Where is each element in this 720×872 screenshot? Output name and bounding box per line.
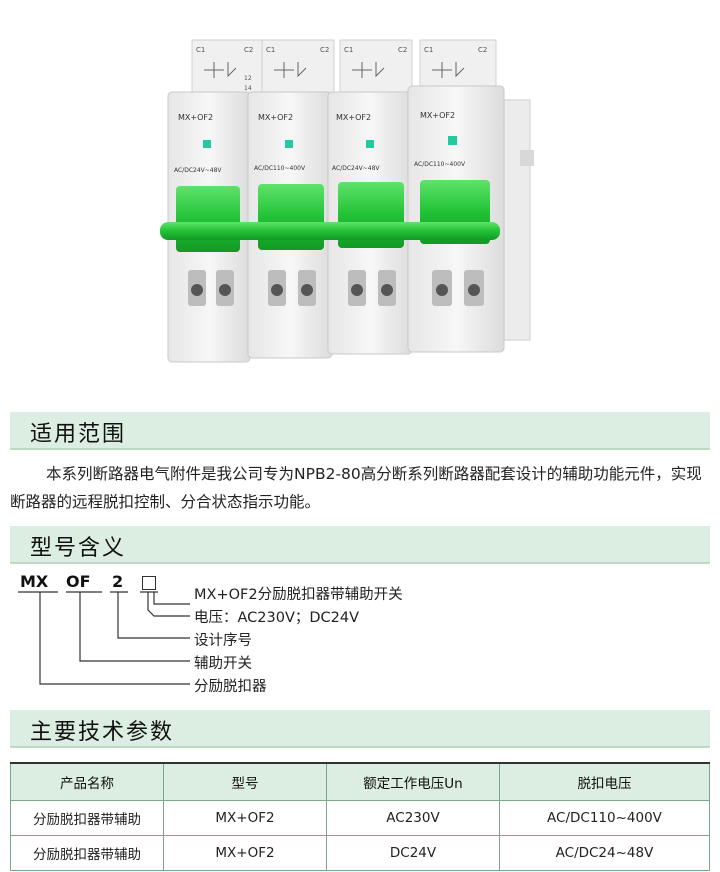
c2-label: C2	[478, 46, 487, 54]
model-code-tree	[18, 591, 190, 685]
header-model: 型号	[163, 762, 327, 801]
section-header-scope: 适用范围	[10, 412, 710, 450]
scope-paragraph: 本系列断路器电气附件是我公司专为NPB2-80高分断系列断路器配套设计的辅助功能…	[10, 460, 710, 516]
c2-label: C2	[320, 46, 329, 54]
voltage-label: AC/DC110~400V	[414, 161, 466, 168]
legend-line-5: 分励脱扣器	[194, 679, 267, 695]
header-trip-voltage: 脱扣电压	[499, 762, 710, 801]
module-label: MX+OF2	[178, 113, 213, 122]
cell-model: MX+OF2	[163, 800, 327, 836]
voltage-code-box	[142, 576, 156, 590]
section-title: 型号含义	[30, 536, 127, 561]
section-title: 主要技术参数	[30, 720, 175, 745]
cell-trip-voltage: AC/DC24~48V	[499, 835, 710, 871]
c2-label: C2	[398, 46, 407, 54]
c1-label: C1	[266, 46, 275, 54]
legend-line-3: 设计序号	[194, 633, 252, 649]
cell-rated-voltage: DC24V	[326, 835, 500, 871]
cell-rated-voltage: AC230V	[326, 800, 500, 836]
module-label: MX+OF2	[420, 111, 455, 120]
cell-model: MX+OF2	[163, 835, 327, 871]
table-row: 分励脱扣器带辅助 MX+OF2 DC24V AC/DC24~48V	[10, 835, 710, 871]
module-label: MX+OF2	[258, 113, 293, 122]
product-photo: C1 C2 12 14 MX+OF2 AC/DC24V~48V C1 C2 MX…	[160, 39, 534, 363]
voltage-label: AC/DC24V~48V	[332, 165, 380, 172]
cell-trip-voltage: AC/DC110~400V	[499, 800, 710, 836]
toggle-bar	[160, 222, 500, 240]
table-header-row: 产品名称 型号 额定工作电压Un 脱扣电压	[10, 762, 710, 801]
table-row: 分励脱扣器带辅助 MX+OF2 AC230V AC/DC110~400V	[10, 800, 710, 836]
section-title: 适用范围	[30, 422, 127, 447]
cell-product-name: 分励脱扣器带辅助	[10, 800, 164, 836]
legend-line-1: MX+OF2分励脱扣器带辅助开关	[194, 587, 403, 603]
c1-label: C1	[196, 46, 205, 54]
voltage-label: AC/DC24V~48V	[174, 167, 222, 174]
c1-label: C1	[344, 46, 353, 54]
cell-product-name: 分励脱扣器带辅助	[10, 835, 164, 871]
header-rated-voltage: 额定工作电压Un	[326, 762, 500, 801]
section-header-model-meaning: 型号含义	[10, 526, 710, 564]
code-of: OF	[66, 572, 91, 591]
legend-line-2: 电压：AC230V；DC24V	[194, 610, 360, 626]
header-product-name: 产品名称	[10, 762, 164, 801]
c1-label: C1	[424, 46, 433, 54]
code-mx: MX	[20, 572, 49, 591]
breaker-module-3: C1 C2 MX+OF2 AC/DC24V~48V	[327, 39, 413, 355]
terminal-12-label: 12	[244, 75, 252, 82]
c2-label: C2	[244, 46, 253, 54]
breaker-module-4: C1 C2 MX+OF2 AC/DC110~400V	[407, 39, 505, 353]
terminal-14-label: 14	[244, 85, 252, 92]
legend-line-4: 辅助开关	[194, 656, 252, 672]
module-label: MX+OF2	[336, 113, 371, 122]
tech-params-table: 产品名称 型号 额定工作电压Un 脱扣电压 分励脱扣器带辅助 MX+OF2 AC…	[10, 762, 710, 871]
code-2: 2	[112, 572, 124, 591]
section-header-tech-params: 主要技术参数	[10, 710, 710, 748]
voltage-label: AC/DC110~400V	[254, 165, 306, 172]
scope-text: 本系列断路器电气附件是我公司专为NPB2-80高分断系列断路器配套设计的辅助功能…	[10, 465, 702, 511]
